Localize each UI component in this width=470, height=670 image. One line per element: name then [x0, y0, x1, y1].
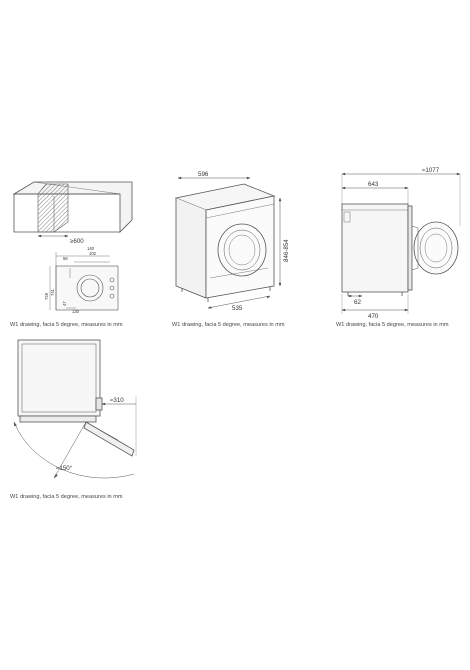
niche-width-label: ≥600: [70, 238, 84, 245]
door-outer: [217, 223, 267, 277]
feet-dimensions: [341, 294, 409, 314]
niche-hatched: [37, 183, 69, 233]
kitchen-cabinets: [12, 181, 133, 233]
caption-front: W1 drawing, facia 5 degree, measures in …: [172, 322, 285, 328]
installation-drawing-svg: ≥600 140 102 56 749 741 47 130: [12, 181, 133, 314]
installation-drawing: ≥600 140 102 56 749 741 47 130 W1 drawin…: [10, 170, 145, 335]
front-height-label: 846-854: [283, 239, 290, 262]
door-angle-label: ≈150°: [56, 465, 73, 472]
dim-47: 47: [62, 301, 67, 306]
dim-749: 749: [44, 292, 49, 300]
top-view-drawing: ≈310 ≈150° W1 drawing, facia 5 degree, m…: [10, 336, 160, 504]
connection-detail: [49, 252, 119, 311]
top-view-svg: ≈310 ≈150°: [13, 339, 137, 479]
foot-span-dimension: [207, 295, 271, 309]
feet-span-label: 470: [368, 313, 379, 320]
front-perspective-drawing: 596 600 846-854 535 W1 drawing,: [172, 168, 307, 333]
open-door: [411, 221, 459, 275]
dim-56: 56: [63, 256, 68, 261]
caption-side: W1 drawing, facia 5 degree, measures in …: [336, 322, 449, 328]
dim-741: 741: [50, 288, 55, 296]
door-projection-label: ≈310: [110, 397, 124, 404]
side-depth-label: 643: [368, 181, 379, 188]
dryer-body: [174, 183, 276, 302]
door-projection-dimension: [101, 396, 137, 456]
side-dimension-lines: [341, 172, 461, 226]
front-width-top-label: 596: [198, 171, 209, 178]
dim-102: 102: [89, 251, 97, 256]
open-door-top: [83, 421, 135, 457]
dryer-side: [341, 203, 413, 296]
side-view-svg: ≈1077 643 62 470: [341, 167, 461, 320]
side-depth-open-label: ≈1077: [422, 167, 440, 174]
height-dimension: [278, 197, 282, 287]
dim-130: 130: [72, 309, 80, 314]
caption-installation: W1 drawing, facia 5 degree, measures in …: [10, 322, 123, 328]
side-view-drawing: ≈1077 643 62 470 W1 drawing, facia 5 deg: [336, 166, 468, 333]
foot-span-label: 535: [232, 305, 243, 312]
niche-width-dimension: [37, 234, 69, 238]
dim-140: 140: [87, 246, 95, 251]
caption-top-view: W1 drawing, facia 5 degree, measures in …: [10, 494, 123, 500]
dryer-top-outline: [17, 339, 103, 423]
feet-offset-label: 62: [354, 299, 361, 306]
door-swing-arc: [13, 421, 135, 479]
front-perspective-svg: 596 600 846-854 535: [174, 171, 290, 312]
